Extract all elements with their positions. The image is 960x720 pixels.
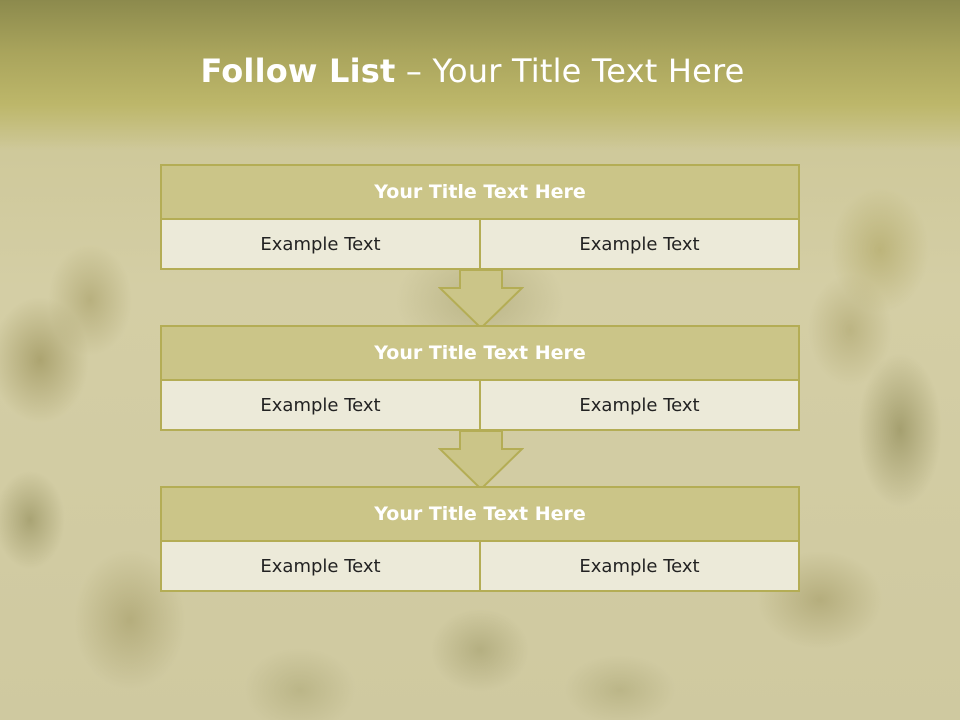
page-title-bold: Follow List	[200, 52, 396, 90]
list-block-3: Your Title Text Here Example Text Exampl…	[160, 486, 800, 592]
block-row: Example Text Example Text	[160, 542, 800, 592]
block-title: Your Title Text Here	[160, 164, 800, 220]
block-cell-right: Example Text	[479, 220, 798, 268]
down-arrow-icon	[438, 430, 524, 491]
block-cell-left: Example Text	[260, 394, 381, 416]
block-cell-right: Example Text	[479, 542, 798, 590]
block-row: Example Text Example Text	[160, 220, 800, 270]
block-row: Example Text Example Text	[160, 381, 800, 431]
block-cell-right: Example Text	[479, 381, 798, 429]
down-arrow-icon	[438, 269, 524, 330]
page-title: Follow List – Your Title Text Here	[0, 52, 945, 90]
header-band	[0, 0, 960, 150]
list-block-2: Your Title Text Here Example Text Exampl…	[160, 325, 800, 431]
block-title: Your Title Text Here	[160, 486, 800, 542]
page-title-rest: Your Title Text Here	[432, 52, 745, 90]
page-title-separator: –	[395, 52, 433, 90]
block-cell-left: Example Text	[260, 233, 381, 255]
block-title: Your Title Text Here	[160, 325, 800, 381]
block-cell-left: Example Text	[260, 555, 381, 577]
list-block-1: Your Title Text Here Example Text Exampl…	[160, 164, 800, 270]
